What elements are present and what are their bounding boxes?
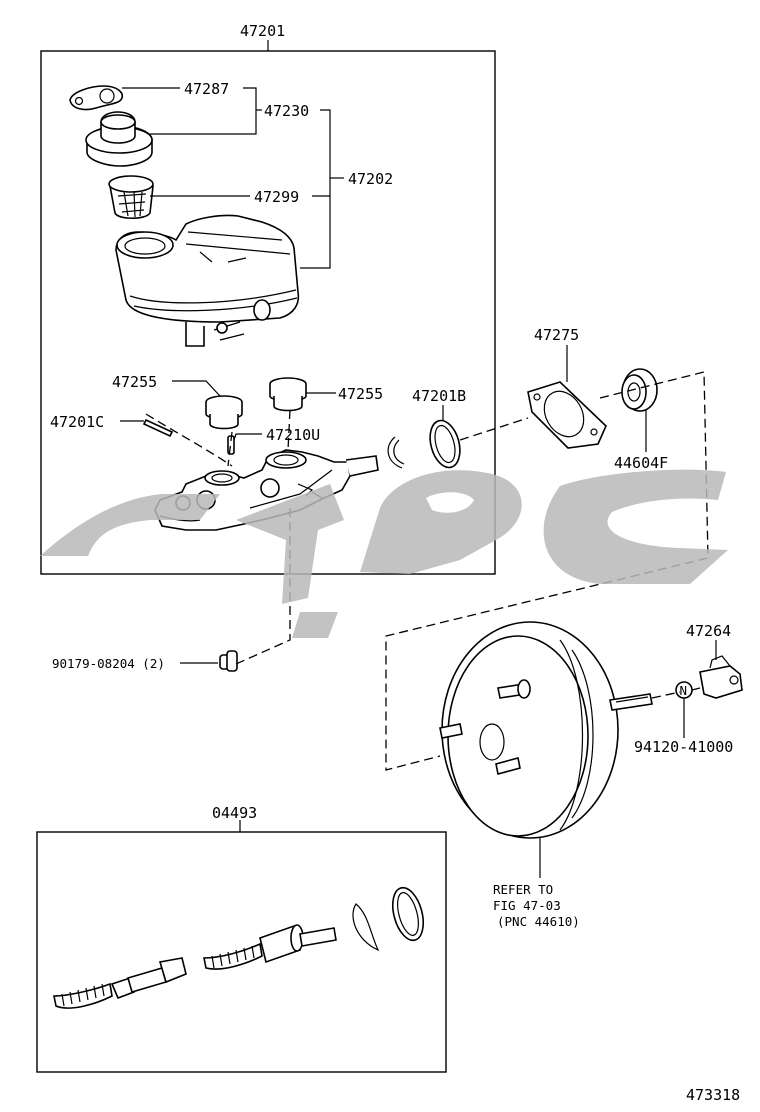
label-refer-line1: REFER TO — [493, 882, 553, 897]
screw-part — [219, 650, 238, 672]
label-seal: 44604F — [614, 454, 668, 472]
pin-47201c-part — [142, 418, 174, 438]
label-refer-line3: (PNC 44610) — [497, 914, 580, 929]
label-screw: 90179-08204 (2) — [52, 656, 165, 671]
o-ring-part — [387, 419, 461, 469]
label-grommet-right: 47255 — [338, 385, 383, 403]
reservoir-part — [115, 214, 300, 347]
label-cap-gasket: 47287 — [184, 80, 229, 98]
repair-kit-parts — [53, 886, 425, 1009]
label-reservoir-cap: 47230 — [264, 102, 309, 120]
label-gasket: 47275 — [534, 326, 579, 344]
grommet-left-part — [205, 395, 243, 430]
label-strainer: 47299 — [254, 188, 299, 206]
label-pin: 47201C — [50, 413, 104, 431]
repair-kit-frame — [36, 831, 447, 1073]
clevis-part — [699, 655, 743, 699]
label-refer-line2: FIG 47-03 — [493, 898, 561, 913]
label-grommet-left: 47255 — [112, 373, 157, 391]
brake-booster-part — [439, 621, 653, 839]
label-assembly-master-cylinder: 47201 — [240, 22, 285, 40]
nut-marker-letter: N — [680, 683, 688, 698]
label-nut: 94120-41000 — [634, 738, 733, 756]
reservoir-cap-part — [85, 111, 153, 167]
nut-marker: N — [675, 681, 693, 699]
label-reservoir-assy: 47202 — [348, 170, 393, 188]
watermark-logo — [40, 469, 728, 638]
grommet-right-part — [269, 377, 307, 412]
label-booster-assembly: 47264 — [686, 622, 731, 640]
cap-gasket-part — [69, 85, 124, 111]
label-reservoir-pin: 47210U — [266, 426, 320, 444]
label-repair-kit: 04493 — [212, 804, 257, 822]
label-o-ring: 47201B — [412, 387, 466, 405]
seal-part — [621, 368, 658, 412]
strainer-part — [108, 175, 154, 220]
label-figure-number: 473318 — [686, 1086, 740, 1104]
gasket-part — [527, 381, 607, 449]
leader-lines — [120, 40, 717, 878]
